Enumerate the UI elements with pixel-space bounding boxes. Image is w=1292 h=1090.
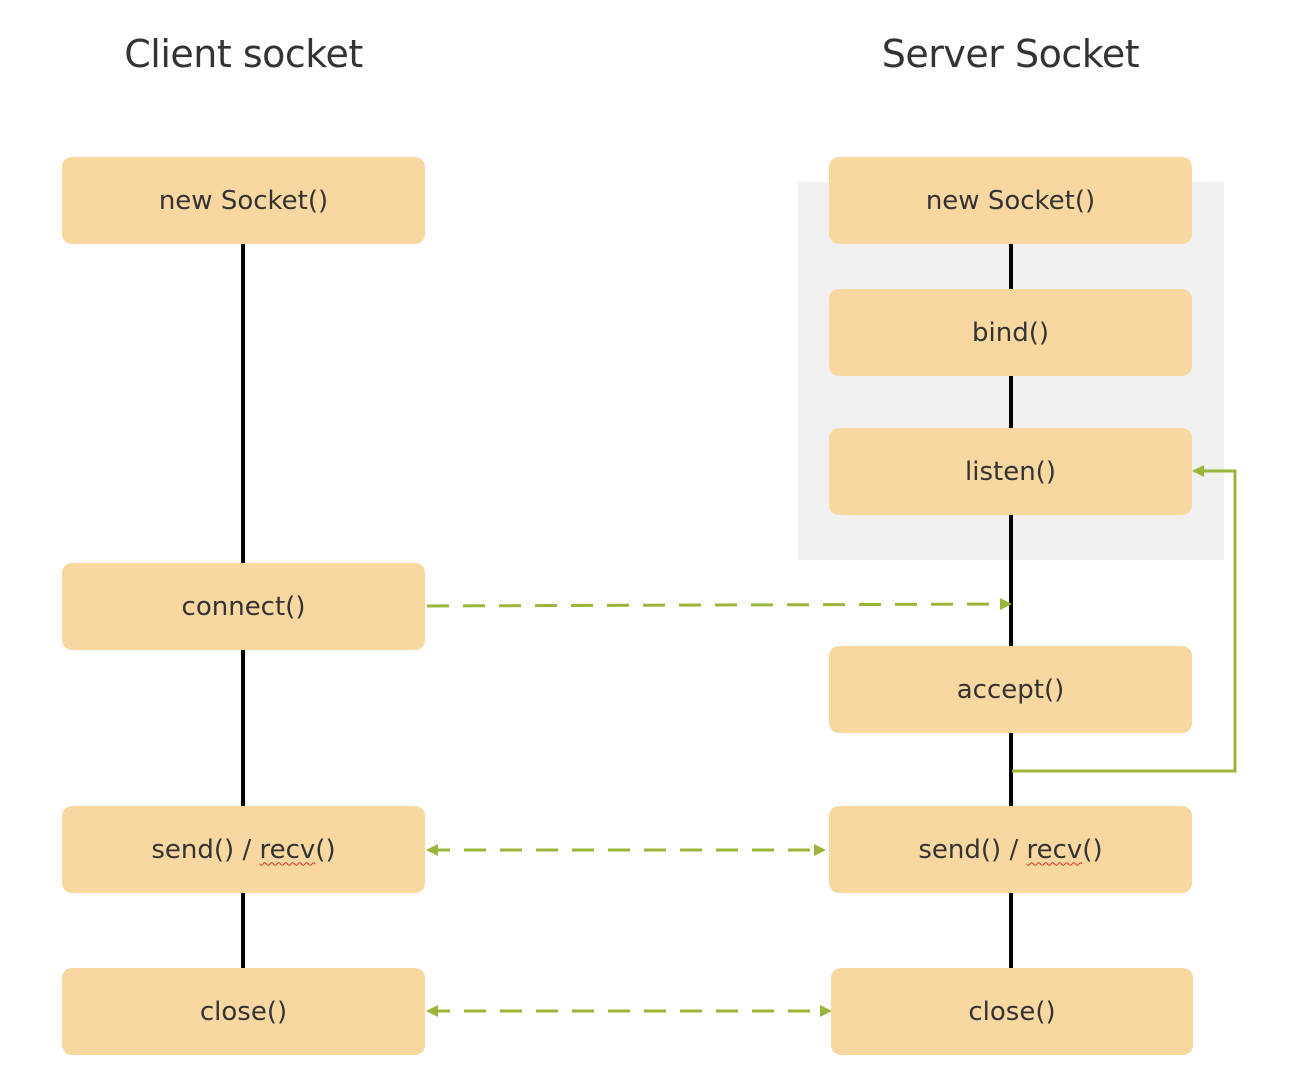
server-send-suffix: ()	[1082, 834, 1103, 865]
client-send-recv-label: send() / recv()	[151, 835, 335, 865]
server-listen-node: listen()	[829, 428, 1192, 515]
server-new-socket-label: new Socket()	[925, 185, 1096, 216]
client-connect-label: connect()	[181, 591, 306, 622]
server-bind-label: bind()	[972, 317, 1049, 348]
client-new-socket-label: new Socket()	[158, 185, 329, 216]
client-send-suffix: ()	[315, 834, 336, 865]
server-socket-heading: Server Socket	[881, 32, 1140, 76]
server-accept-label: accept()	[956, 674, 1065, 705]
client-send-prefix: send() /	[151, 834, 260, 865]
server-send-recv-label: send() / recv()	[918, 835, 1102, 865]
client-connect-node: connect()	[62, 563, 425, 650]
client-socket-heading: Client socket	[124, 32, 363, 76]
server-accept-node: accept()	[829, 646, 1192, 733]
client-close-node: close()	[62, 968, 425, 1055]
connect-request-arrow	[426, 598, 1012, 611]
server-close-node: close()	[831, 968, 1193, 1055]
server-send-recv-node: send() / recv()	[829, 806, 1192, 893]
server-listen-label: listen()	[965, 456, 1056, 487]
server-close-label: close()	[968, 996, 1056, 1027]
accept-loop-arrow	[1012, 465, 1237, 773]
server-send-prefix: send() /	[918, 834, 1027, 865]
server-recv-word: recv	[1026, 834, 1083, 865]
client-new-socket-node: new Socket()	[62, 157, 425, 244]
server-new-socket-node: new Socket()	[829, 157, 1192, 244]
client-close-label: close()	[199, 996, 288, 1027]
client-send-recv-node: send() / recv()	[62, 806, 425, 893]
client-recv-word: recv	[259, 834, 316, 865]
server-bind-node: bind()	[829, 289, 1192, 376]
